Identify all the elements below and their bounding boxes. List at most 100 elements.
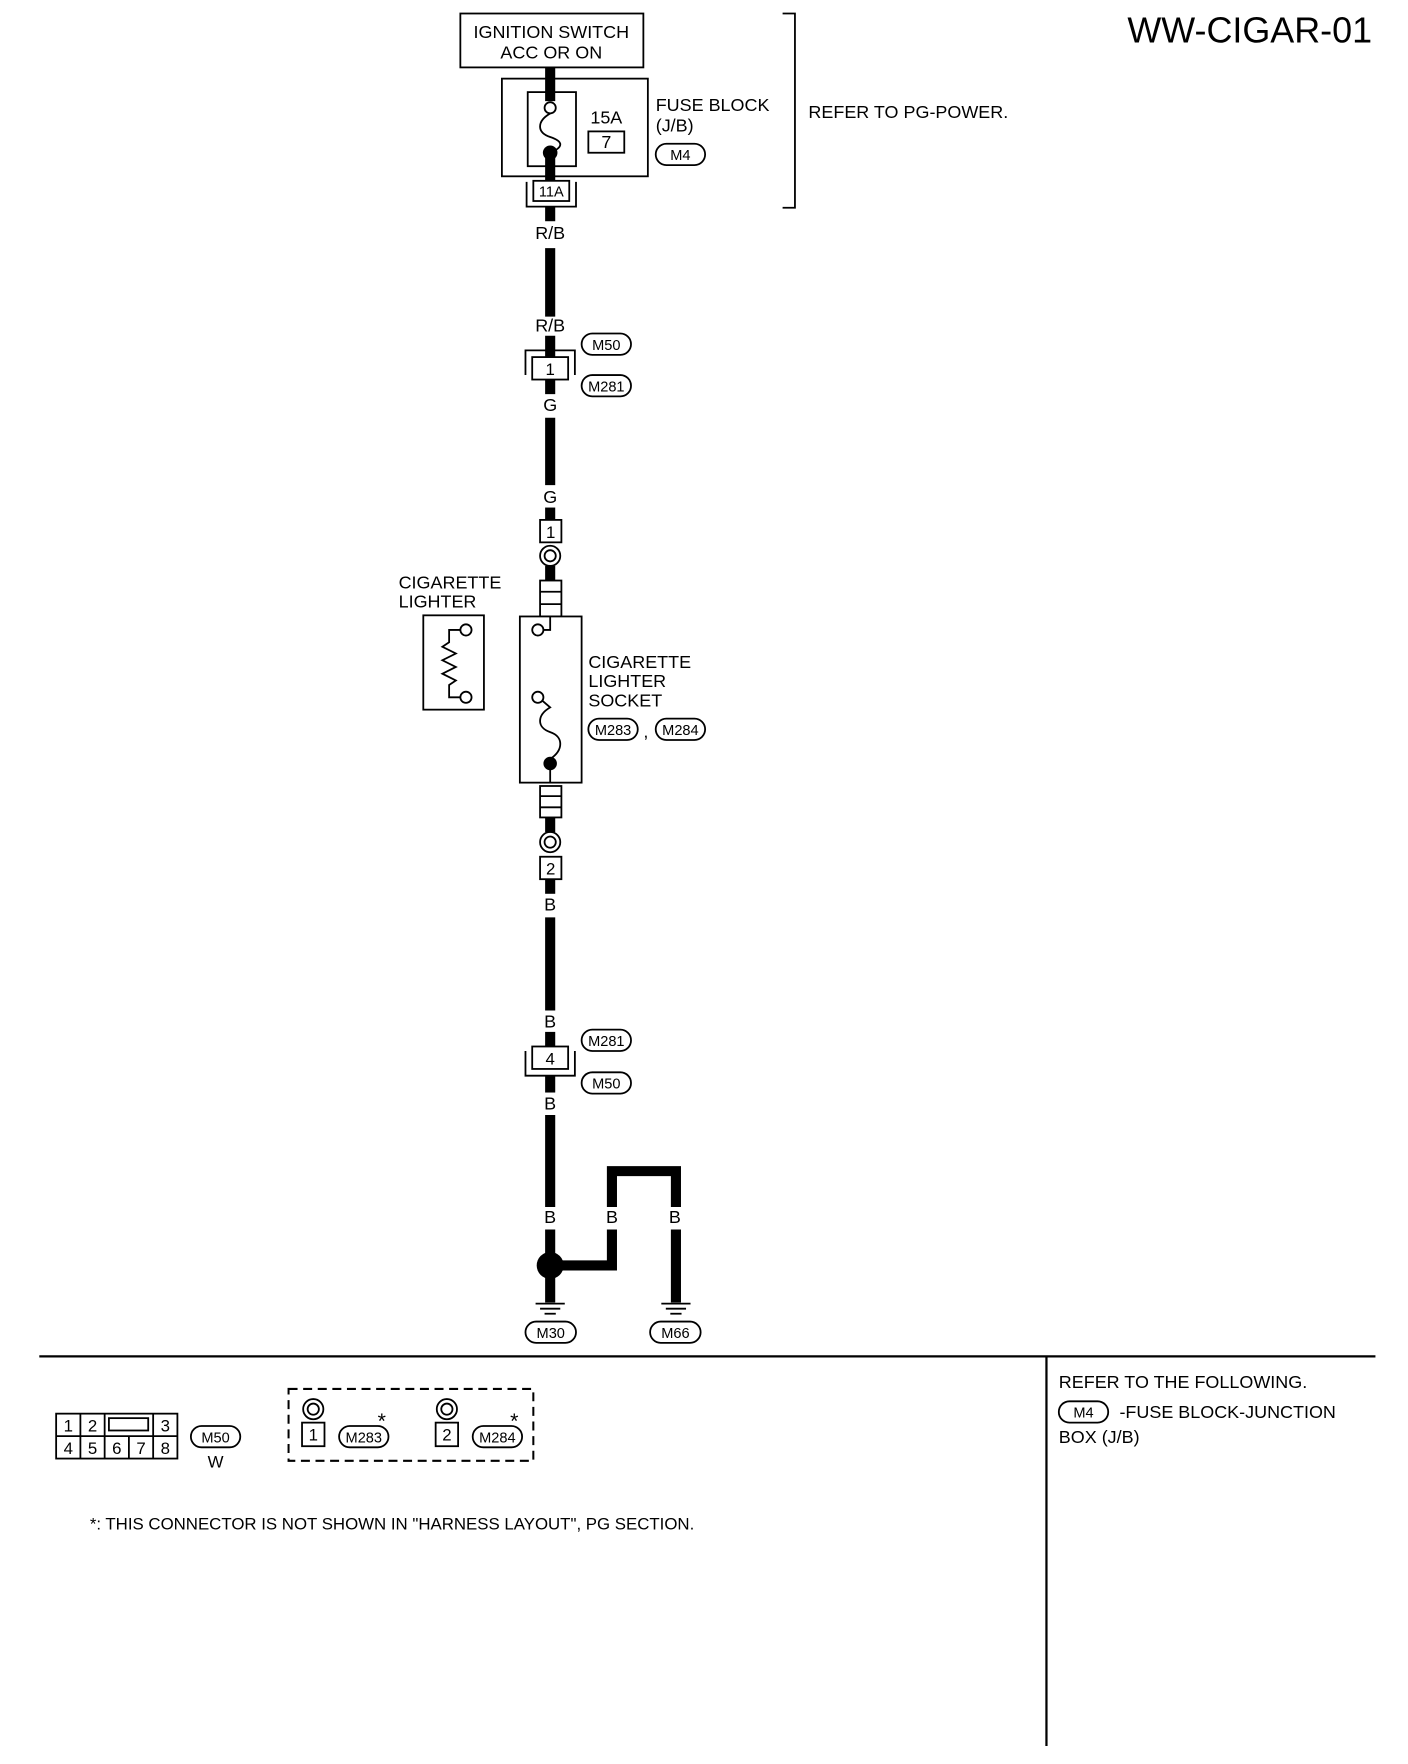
joint-terminal-number: 4 xyxy=(545,1049,554,1068)
ground-symbol-icon xyxy=(535,1302,565,1315)
fuse-number: 7 xyxy=(601,132,611,152)
terminal-box xyxy=(539,518,563,544)
lighter-label-line2: LIGHTER xyxy=(399,591,477,611)
pin-number: 6 xyxy=(112,1439,121,1458)
connector-badge-label: M66 xyxy=(661,1326,689,1342)
terminal-number: 2 xyxy=(442,1426,451,1445)
joint-bracket xyxy=(524,349,576,376)
connector-badge-below: M50 xyxy=(580,1071,632,1095)
wire-color-label: R/B xyxy=(535,223,565,243)
footnote: *: THIS CONNECTOR IS NOT SHOWN IN "HARNE… xyxy=(90,1514,694,1533)
fuse-rating: 15A xyxy=(590,108,622,128)
wire-color-label: B xyxy=(544,1011,556,1031)
not-in-layout-mark: * xyxy=(510,1409,518,1433)
connector-badge-label: M30 xyxy=(537,1326,565,1342)
connector-badge-outline xyxy=(189,1425,242,1449)
wire-color-label: G xyxy=(543,395,557,415)
connector-circle-inner xyxy=(543,835,557,849)
terminal-number: 1 xyxy=(309,1426,318,1445)
terminal-box xyxy=(532,179,571,202)
connector-separator: , xyxy=(643,722,648,742)
connector-badge-outline xyxy=(654,717,707,741)
wire-color-label: G xyxy=(543,487,557,507)
joint-terminal-number: 1 xyxy=(545,360,554,379)
connector-badge-outline xyxy=(580,332,632,356)
connector-badge-outline xyxy=(649,1320,702,1344)
socket-terminal-in: 1 xyxy=(539,518,563,618)
reference-panel: REFER TO THE FOLLOWING. M4 -FUSE BLOCK-J… xyxy=(1057,1372,1336,1447)
ground-badge-right: M66 xyxy=(649,1320,702,1344)
cigarette-lighter-socket: CIGARETTE LIGHTER SOCKET M283 , M284 xyxy=(518,615,707,784)
fuse-element-icon xyxy=(539,112,562,154)
connector-badge-outline xyxy=(580,374,632,398)
power-refer-note: REFER TO PG-POWER. xyxy=(808,102,1008,122)
socket-terminal-out: 2 xyxy=(539,785,563,881)
connector-key xyxy=(108,1417,150,1432)
ground-symbol-icon xyxy=(661,1302,691,1315)
connector-ladder xyxy=(539,785,563,819)
connector-badge-label: M281 xyxy=(588,379,624,395)
cigarette-lighter: CIGARETTE LIGHTER xyxy=(399,572,502,711)
fuse-number-box xyxy=(587,130,626,154)
connector-badge-above: M281 xyxy=(580,1028,632,1052)
terminal-number: 2 xyxy=(546,860,555,879)
connector-badge-label: M4 xyxy=(670,148,690,164)
socket-label-line1: CIGARETTE xyxy=(588,652,691,672)
terminal-box xyxy=(434,1421,460,1448)
socket-lower-terminal xyxy=(543,756,557,771)
fuse-terminal-open xyxy=(543,101,557,115)
wire-color-label: B xyxy=(669,1207,681,1227)
wire-color-label: B xyxy=(606,1207,618,1227)
socket-connector-view: 2 * M284 xyxy=(434,1398,524,1449)
connector-badge-label: M283 xyxy=(595,723,631,739)
connector-badge-outline xyxy=(654,142,707,166)
fuse-block: 15A 7 FUSE BLOCK (J/B) M4 xyxy=(500,67,769,181)
connector-badge-above: M50 xyxy=(580,332,632,356)
connector-badge-outline xyxy=(1057,1400,1110,1424)
ignition-switch-label-line1: IGNITION SWITCH xyxy=(474,22,630,42)
connector-badge-outline xyxy=(471,1425,524,1449)
reference-description-line1: -FUSE BLOCK-JUNCTION xyxy=(1119,1402,1335,1422)
connector-badge: M50 xyxy=(189,1425,242,1449)
power-section-bracket xyxy=(782,12,796,209)
connector-badge-outline xyxy=(580,1028,632,1052)
connector-badge-socket-b: M284 xyxy=(654,717,707,741)
reference-description-line2: BOX (J/B) xyxy=(1059,1427,1140,1447)
ignition-switch-box xyxy=(459,12,645,69)
pin-number: 2 xyxy=(88,1417,97,1436)
wire-color-label: B xyxy=(544,895,556,915)
connector-badge-outline xyxy=(524,1320,577,1344)
socket-upper-lead xyxy=(543,616,552,631)
connector-badge-outline xyxy=(587,717,639,741)
terminal-number: 1 xyxy=(546,523,555,542)
ignition-switch-label-line2: ACC OR ON xyxy=(500,42,602,62)
connector-circle-inner xyxy=(543,549,557,563)
lighter-box xyxy=(422,614,485,711)
connector-badge-outline xyxy=(580,1071,632,1095)
lighter-label-line1: CIGARETTE xyxy=(399,572,502,592)
pin-number: 7 xyxy=(136,1439,145,1458)
connector-badge-label: M50 xyxy=(592,1077,620,1093)
lighter-lower-contact xyxy=(459,690,473,704)
ground-badge-left: M30 xyxy=(524,1320,577,1344)
connector-badge-socket-a: M283 xyxy=(587,717,639,741)
connector-badge-fuse-block: M4 xyxy=(654,142,707,166)
socket-label-line2: LIGHTER xyxy=(588,671,666,691)
splice-point xyxy=(536,1251,564,1279)
socket-box xyxy=(518,615,583,784)
connector-circle-inner xyxy=(306,1402,320,1416)
dashed-group-outline xyxy=(287,1387,535,1462)
connector-color: W xyxy=(208,1453,224,1472)
connector-ladder xyxy=(539,579,563,618)
socket-connector-view: 1 * M283 xyxy=(301,1398,390,1449)
connector-circle-inner xyxy=(440,1402,454,1416)
connector-badge-label: M284 xyxy=(662,723,698,739)
pin-number: 5 xyxy=(88,1439,97,1458)
reference-heading: REFER TO THE FOLLOWING. xyxy=(1059,1372,1307,1392)
connector-badge-label: M284 xyxy=(479,1430,515,1446)
wire-color-label: B xyxy=(544,1207,556,1227)
connector-badge-outline xyxy=(338,1425,390,1449)
pin-number: 3 xyxy=(161,1417,170,1436)
connector-badge-label: M4 xyxy=(1073,1406,1093,1422)
